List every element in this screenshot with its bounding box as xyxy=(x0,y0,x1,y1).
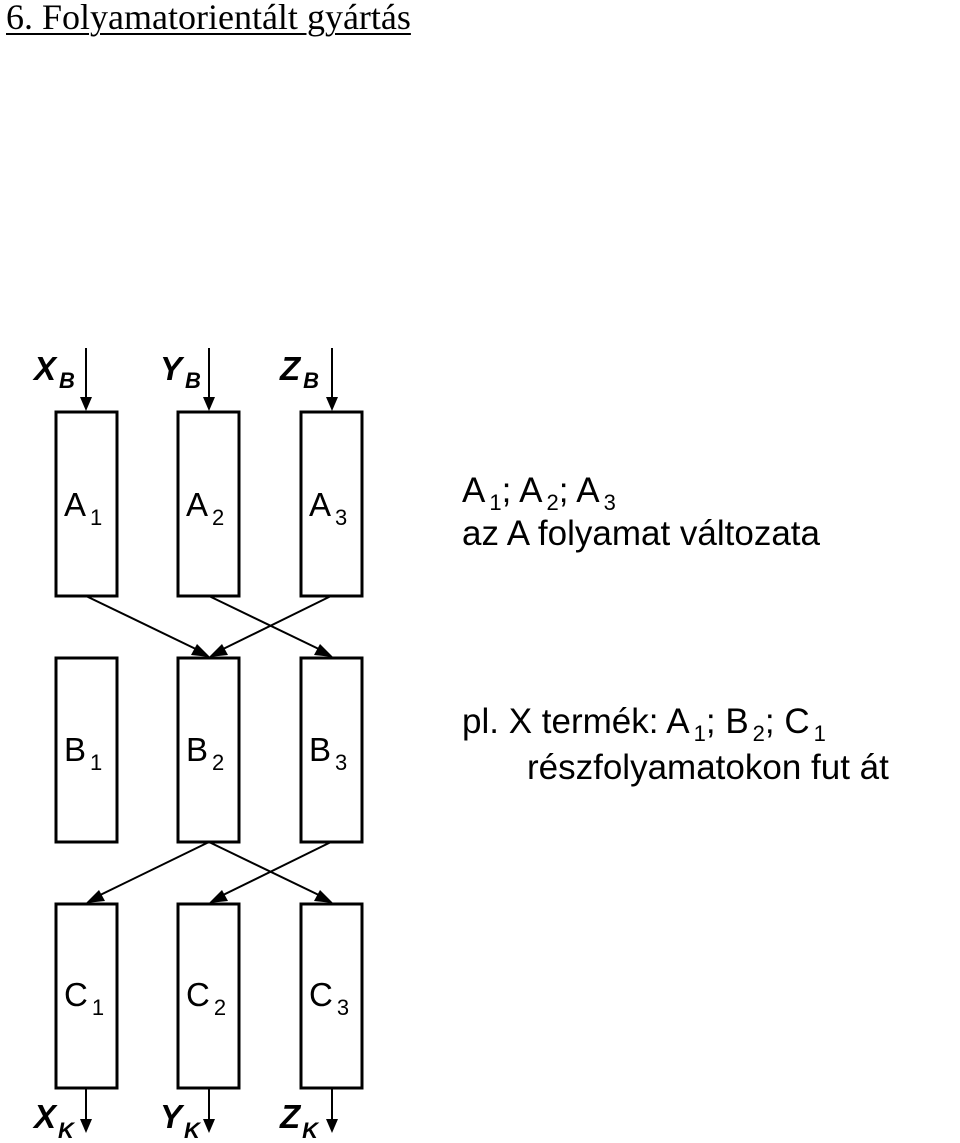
box-b3 xyxy=(299,656,364,844)
output-label-x: XK xyxy=(32,1098,76,1143)
input-label-y-main: Y xyxy=(160,350,185,387)
box-c2 xyxy=(176,902,241,1090)
output-label-z: ZK xyxy=(279,1098,320,1143)
box-a3 xyxy=(299,410,364,598)
note-example-line2: részfolyamatokon fut át xyxy=(527,748,889,787)
input-label-z-sub: B xyxy=(303,368,319,393)
box-c3 xyxy=(299,902,364,1090)
output-label-z-main: Z xyxy=(279,1098,302,1135)
output-label-y-main: Y xyxy=(160,1098,185,1135)
box-b2 xyxy=(176,656,241,844)
output-label-z-sub: K xyxy=(302,1118,320,1143)
box-a2 xyxy=(176,410,241,598)
note-variants-line2: az A folyamat változata xyxy=(462,514,821,553)
input-label-z-main: Z xyxy=(279,350,302,387)
output-label-y-sub: K xyxy=(184,1118,202,1143)
output-arrows xyxy=(80,1088,338,1133)
output-label-y: YK xyxy=(160,1098,202,1143)
page-title: 6. Folyamatorientált gyártás xyxy=(6,0,411,37)
input-label-x-sub: B xyxy=(59,368,75,393)
arrows-a-to-b xyxy=(85,595,333,657)
output-label-x-main: X xyxy=(32,1098,58,1135)
box-c1 xyxy=(54,902,119,1090)
box-a1 xyxy=(54,410,119,598)
input-arrows xyxy=(80,348,338,411)
arrows-b-to-c xyxy=(86,841,333,903)
output-label-x-sub: K xyxy=(58,1118,76,1143)
box-b1 xyxy=(54,656,119,844)
input-label-x-main: X xyxy=(32,350,58,387)
input-label-y-sub: B xyxy=(185,368,201,393)
